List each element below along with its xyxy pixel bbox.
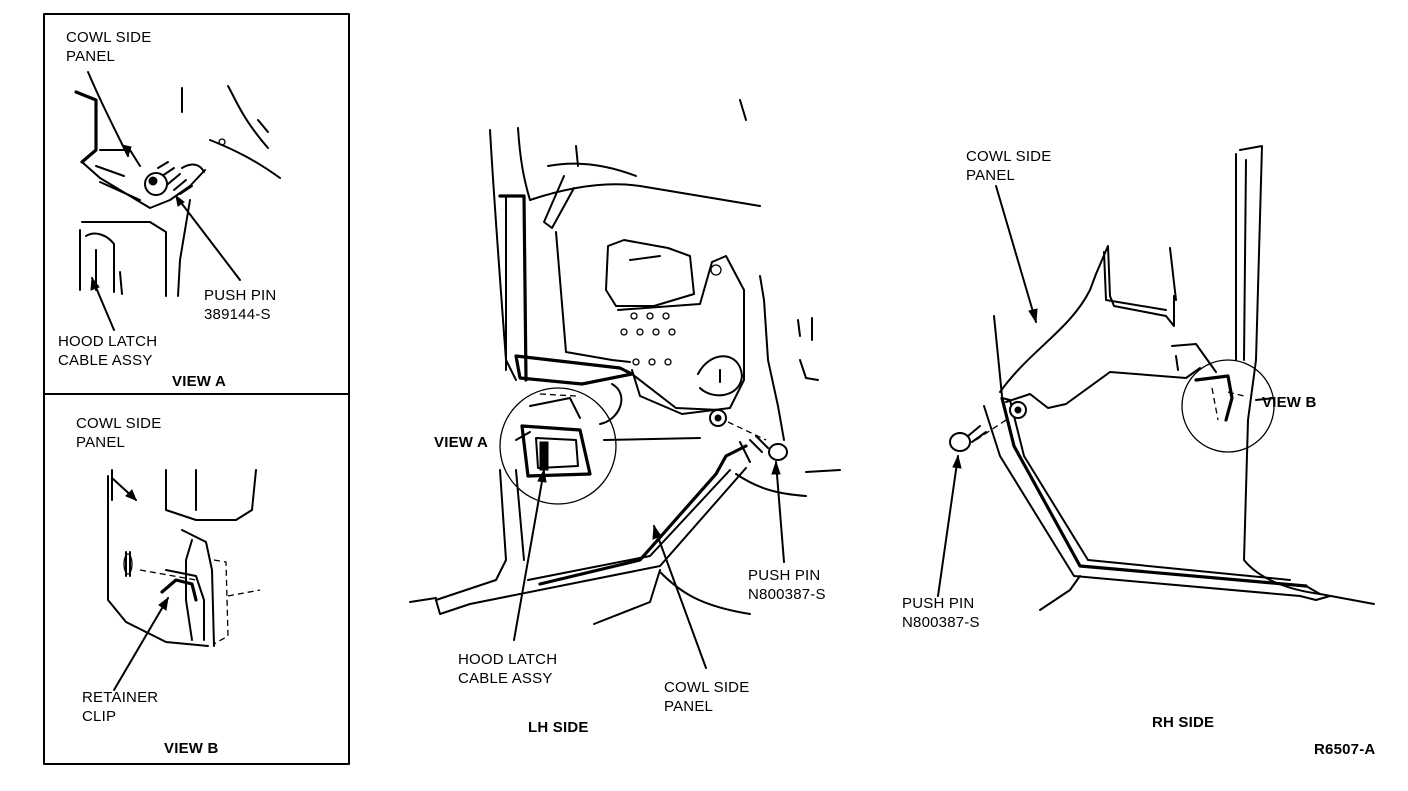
hood-latch-handle: [520, 393, 592, 478]
view-b-title: VIEW B: [164, 740, 219, 757]
view-b-drawing: [107, 469, 261, 691]
lh-side-title: LH SIDE: [528, 719, 589, 736]
figure-code: R6507-A: [1314, 741, 1376, 758]
inset-frames: [43, 13, 350, 765]
bracket-holes: [620, 312, 676, 366]
view-a-drawing: [74, 71, 281, 331]
rh-view-b-callout: VIEW B: [1262, 394, 1317, 411]
rh-side-drawing: [937, 145, 1375, 611]
lh-view-a-callout: VIEW A: [434, 434, 488, 451]
rh-side-title: RH SIDE: [1152, 714, 1215, 731]
view-a-title: VIEW A: [172, 373, 226, 390]
lh-side-drawing: [409, 99, 841, 669]
